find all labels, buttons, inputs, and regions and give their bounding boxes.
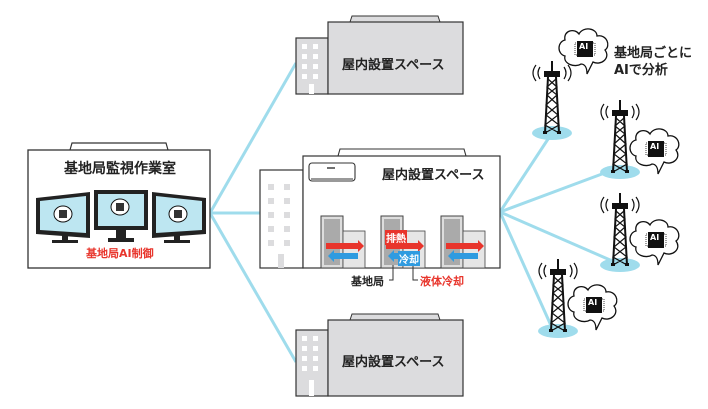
liquid-cooling-label: 液体冷却 [420, 275, 464, 288]
tower-1 [532, 28, 609, 140]
tower-4 [538, 258, 618, 338]
ai-badge-2: AI [650, 142, 660, 151]
air-conditioner-icon [308, 162, 356, 182]
indoor-space-middle [259, 148, 501, 281]
ai-chip-icon [629, 128, 680, 175]
indoor-space-middle-label: 屋内設置スペース [382, 168, 485, 183]
network-links [208, 62, 618, 363]
tower-2 [600, 99, 680, 179]
cooling-label: 冷却 [398, 251, 420, 266]
indoor-space-bottom [295, 313, 464, 397]
indoor-space-top-label: 屋内設置スペース [342, 58, 445, 73]
monitor-center [94, 190, 148, 242]
ai-chip-icon [567, 284, 618, 331]
tower-caption-line1: 基地局ごとに [614, 46, 693, 61]
monitor-room-caption: 基地局AI制御 [86, 247, 154, 260]
exhaust-heat-label: 排熱 [385, 230, 407, 245]
indoor-space-bottom-label: 屋内設置スペース [342, 355, 445, 370]
tower-caption-line2: AIで分析 [614, 63, 668, 78]
ai-chip-icon [558, 28, 609, 75]
base-station-label: 基地局 [351, 275, 384, 288]
tower-3 [600, 192, 680, 272]
monitor-room-title: 基地局監視作業室 [64, 161, 176, 177]
indoor-space-top [295, 15, 464, 95]
server-rack-3 [440, 215, 486, 269]
ai-badge-4: AI [588, 298, 598, 307]
monitor-left [36, 192, 90, 243]
ai-badge-3: AI [650, 233, 660, 242]
monitor-room [27, 142, 211, 269]
monitor-right [152, 192, 206, 243]
ai-chip-icon [629, 219, 680, 266]
server-rack-1 [320, 215, 366, 269]
ai-badge-1: AI [579, 42, 589, 51]
